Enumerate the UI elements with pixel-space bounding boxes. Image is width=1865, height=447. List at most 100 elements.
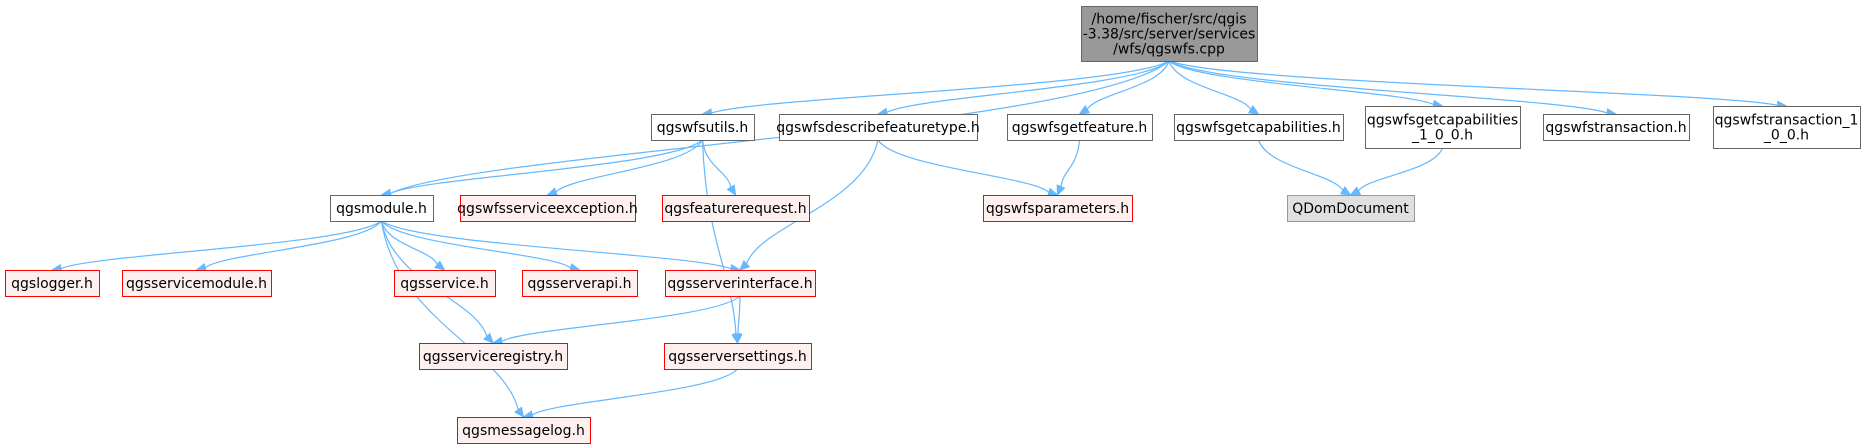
- node-label: _1_0_0.h: [1411, 128, 1473, 144]
- node-getfeature[interactable]: qgswfsgetfeature.h: [1007, 114, 1153, 141]
- node-box: [665, 270, 816, 297]
- node-service[interactable]: qgsservice.h: [394, 270, 496, 297]
- edge-line: [381, 220, 732, 270]
- node-wfsutils[interactable]: qgswfsutils.h: [651, 114, 755, 141]
- node-box: [651, 114, 755, 141]
- node-getcaps[interactable]: qgswfsgetcapabilities.h: [1174, 114, 1344, 141]
- edge-root-to-trans100: [1168, 60, 1788, 111]
- node-serverapi[interactable]: qgsserverapi.h: [522, 270, 638, 297]
- node-label: qgsfeaturerequest.h: [664, 201, 806, 217]
- edge-root-to-getcaps100: [1168, 60, 1444, 110]
- node-label: /home/fischer/src/qgis: [1091, 12, 1246, 28]
- node-box: [330, 195, 434, 222]
- nodes-layer: /home/fischer/src/qgis-3.38/src/server/s…: [5, 6, 1861, 444]
- edge-root-to-getfeature: [1078, 60, 1170, 115]
- edge-settings-to-msglog: [522, 368, 738, 420]
- edge-arrowhead: [1056, 184, 1066, 197]
- node-label: qgsserviceregistry.h: [423, 349, 563, 365]
- node-box: [394, 270, 496, 297]
- edge-line: [1168, 60, 1608, 114]
- edge-line: [380, 220, 519, 410]
- edge-arrowhead: [514, 406, 525, 418]
- node-logger[interactable]: qgslogger.h: [5, 270, 100, 297]
- edge-arrowhead: [726, 184, 737, 197]
- edge-line: [701, 139, 732, 188]
- edge-serverif-to-settings: [733, 295, 743, 345]
- edge-describe-to-serverif: [739, 139, 879, 271]
- node-label: qgsservice.h: [400, 276, 489, 292]
- edge-module-to-service: [380, 220, 446, 271]
- node-msglog[interactable]: qgsmessagelog.h: [457, 417, 591, 444]
- edge-getcaps100-to-qdom: [1349, 147, 1444, 196]
- node-label: qgsservicemodule.h: [126, 276, 267, 292]
- edge-module-to-msglog: [380, 220, 525, 418]
- node-label: qgswfstransaction.h: [1545, 120, 1686, 136]
- node-describe[interactable]: qgswfsdescribefeaturetype.h: [776, 114, 980, 141]
- edge-root-to-describe: [876, 60, 1170, 117]
- node-root[interactable]: /home/fischer/src/qgis-3.38/src/server/s…: [1081, 6, 1258, 62]
- node-trans100[interactable]: qgswfstransaction_1_0_0.h: [1713, 106, 1861, 149]
- edge-line: [204, 220, 382, 269]
- node-box: [1174, 114, 1344, 141]
- node-servicemod[interactable]: qgsservicemodule.h: [122, 270, 272, 297]
- edge-line: [531, 368, 738, 416]
- node-box: [1365, 106, 1521, 149]
- node-box: [460, 195, 636, 222]
- node-label: qgsserverinterface.h: [667, 276, 812, 292]
- edge-line: [555, 139, 704, 193]
- node-label: /wfs/qgswfs.cpp: [1113, 42, 1225, 58]
- node-box: [983, 195, 1133, 222]
- edge-serverif-to-registry: [491, 295, 741, 346]
- edge-arrowhead: [1349, 186, 1362, 196]
- edge-line: [1060, 139, 1081, 187]
- node-label: qgswfsutils.h: [657, 120, 749, 136]
- edge-module-to-serverapi: [381, 220, 581, 273]
- node-box: [662, 195, 810, 222]
- edge-line: [877, 139, 1050, 193]
- edge-arrowhead: [1078, 105, 1091, 115]
- edge-line: [380, 220, 438, 265]
- edge-describe-to-params: [877, 139, 1059, 197]
- node-getcaps100[interactable]: qgswfsgetcapabilities_1_0_0.h: [1365, 106, 1521, 149]
- node-serviceexc[interactable]: qgswfsserviceexception.h: [457, 195, 638, 222]
- edge-arrowhead: [434, 260, 446, 271]
- node-serverif[interactable]: qgsserverinterface.h: [665, 270, 816, 297]
- edge-module-to-serverif: [381, 220, 742, 274]
- node-qdom[interactable]: QDomDocument: [1287, 195, 1415, 222]
- edge-arrowhead: [483, 332, 494, 344]
- edge-line: [701, 139, 737, 335]
- node-featreq[interactable]: qgsfeaturerequest.h: [662, 195, 810, 222]
- edges-layer: [50, 60, 1788, 420]
- edge-line: [1358, 147, 1444, 192]
- edge-getfeature-to-params: [1056, 139, 1081, 197]
- node-registry[interactable]: qgsserviceregistry.h: [419, 343, 568, 370]
- edge-arrowhead: [546, 187, 559, 197]
- node-module[interactable]: qgsmodule.h: [330, 195, 434, 222]
- node-label: QDomDocument: [1292, 201, 1409, 217]
- edge-line: [1168, 60, 1434, 106]
- node-box: [1713, 106, 1861, 149]
- node-label: qgswfsgetcapabilities.h: [1176, 120, 1341, 136]
- node-settings[interactable]: qgsserversettings.h: [664, 343, 812, 370]
- node-box: [522, 270, 638, 297]
- node-label: qgswfsgetcapabilities: [1367, 113, 1518, 129]
- edge-line: [1257, 139, 1344, 191]
- node-transaction[interactable]: qgswfstransaction.h: [1543, 114, 1690, 141]
- node-label: qgsmessagelog.h: [462, 423, 585, 439]
- node-label: qgswfsgetfeature.h: [1012, 120, 1148, 136]
- edge-line: [1168, 60, 1252, 110]
- edge-line: [60, 220, 382, 270]
- node-label: qgsserverapi.h: [527, 276, 631, 292]
- edge-line: [501, 295, 741, 342]
- node-box: [5, 270, 100, 297]
- edge-line: [886, 60, 1170, 113]
- node-params[interactable]: qgswfsparameters.h: [983, 195, 1133, 222]
- edge-arrowhead: [733, 333, 743, 345]
- node-box: [779, 114, 978, 141]
- node-box: [1081, 6, 1258, 62]
- edge-line: [711, 60, 1170, 114]
- node-box: [457, 417, 591, 444]
- edge-wfsutils-to-module: [380, 139, 703, 199]
- edge-line: [1168, 60, 1778, 106]
- node-label: qgswfstransaction_1: [1715, 113, 1859, 129]
